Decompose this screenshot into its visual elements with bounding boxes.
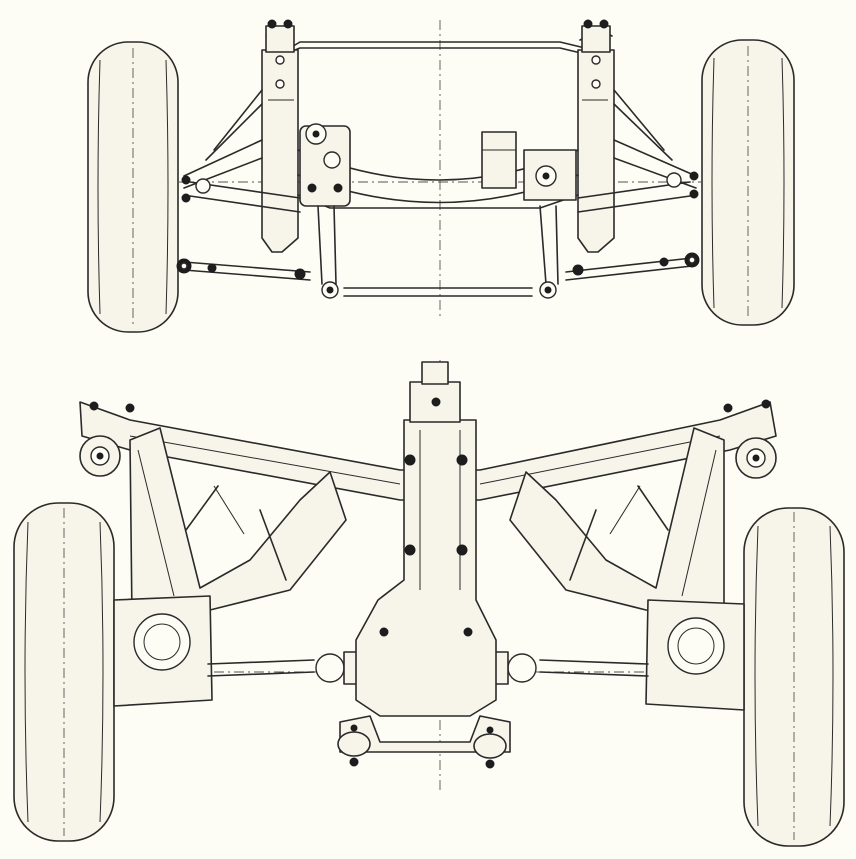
idler-arm [539,205,547,285]
front-right-strut [577,19,615,253]
front-left-wheel [87,41,179,333]
rear-right-wheel [743,507,845,847]
anti-roll-bar [265,29,613,55]
tie-rods [176,252,700,299]
rear-left-bushing [79,435,121,477]
idler-arm-bracket [523,149,577,201]
pitman-arm [317,205,323,285]
differential-mount [337,715,511,769]
front-suspension-view [87,19,795,333]
front-right-control-arms [577,89,699,213]
rear-left-wheel [13,502,115,842]
rear-right-hub [645,599,745,711]
differential-housing [355,361,497,717]
rear-suspension-view [13,360,845,847]
front-left-control-arms [181,89,301,213]
front-right-wheel [701,39,795,326]
rear-left-hub [113,595,213,707]
front-left-strut [261,19,299,253]
rear-right-bushing [735,437,777,479]
steering-box [299,123,351,207]
